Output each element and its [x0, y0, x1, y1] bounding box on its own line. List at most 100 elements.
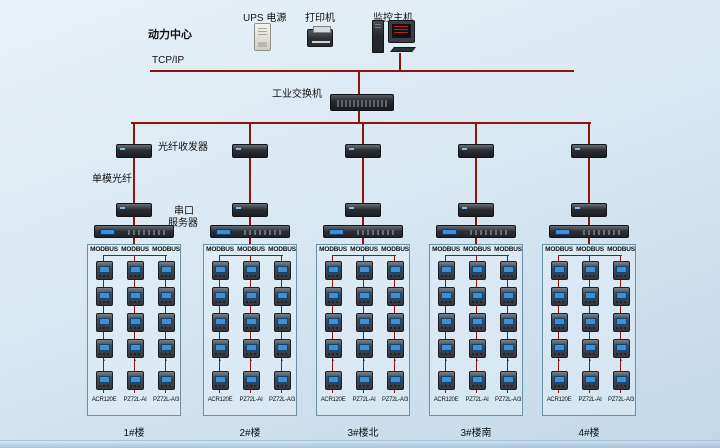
transceiver-to-serial-line	[249, 217, 251, 225]
meter-screen	[161, 344, 172, 351]
power-meter-icon	[356, 287, 373, 306]
serial-server-ports	[128, 230, 168, 235]
fiber-transceiver-label: 光纤收发器	[158, 142, 208, 153]
power-meter-icon	[127, 313, 144, 332]
power-meter-icon	[438, 261, 455, 280]
meter-screen	[390, 266, 401, 273]
meter-model-label: PZ72L-A/3	[495, 397, 521, 403]
modbus-branch-line	[220, 255, 283, 256]
power-meter-icon	[613, 339, 630, 358]
power-meter-icon	[387, 261, 404, 280]
meter-screen	[246, 376, 257, 383]
power-meter-icon	[212, 371, 229, 390]
serial-to-box-line	[249, 238, 251, 245]
modbus-branch-line	[333, 255, 396, 256]
bus-to-switch-line	[358, 72, 360, 94]
modbus-column: MODBUS ⋮ PZ72L-A/3	[151, 245, 181, 415]
meter-group-box: MODBUS ⋮ ACR120E MODBUS ⋮ PZ72L-AI MODBU…	[429, 244, 523, 416]
meter-screen	[277, 318, 288, 325]
serial-server-screen	[329, 229, 344, 235]
meter-model-label: PZ72L-AI	[578, 397, 602, 403]
host-monitor-screen	[392, 24, 411, 38]
power-meter-icon	[274, 261, 291, 280]
meter-screen	[99, 266, 110, 273]
modbus-column: MODBUS ⋮ PZ72L-A/3	[267, 245, 297, 415]
meter-screen	[99, 344, 110, 351]
meter-screen	[390, 292, 401, 299]
power-meter-icon	[325, 287, 342, 306]
fiber-transceiver-icon	[571, 203, 607, 217]
power-meter-icon	[96, 287, 113, 306]
meter-model-label: ACR120E	[207, 397, 233, 403]
fiber-transceiver-icon	[458, 144, 494, 158]
meter-screen	[215, 376, 226, 383]
power-meter-icon	[469, 371, 486, 390]
power-meter-icon	[500, 313, 517, 332]
meter-screen	[246, 344, 257, 351]
power-meter-icon	[438, 287, 455, 306]
serial-server-ports	[583, 230, 623, 235]
power-meter-icon	[387, 339, 404, 358]
building-branch: MODBUS ⋮ ACR120E MODBUS ⋮ PZ72L-AI MODBU…	[87, 122, 181, 444]
serial-server-icon	[94, 225, 174, 238]
modbus-label: MODBUS	[494, 246, 522, 253]
modbus-label: MODBUS	[463, 246, 491, 253]
fiber-link-line	[588, 158, 590, 203]
serial-server-icon	[323, 225, 403, 238]
building-branch: MODBUS ⋮ ACR120E MODBUS ⋮ PZ72L-AI MODBU…	[316, 122, 410, 444]
meter-screen	[161, 376, 172, 383]
modbus-column: MODBUS ⋮ ACR120E	[544, 245, 574, 415]
tcpip-label: TCP/IP	[152, 55, 185, 66]
fiber-transceiver-icon	[571, 144, 607, 158]
fiber-transceiver-icon	[232, 203, 268, 217]
host-keyboard-icon	[390, 47, 416, 52]
fiber-transceiver-icon	[116, 144, 152, 158]
bus-drop-line	[133, 122, 135, 144]
meter-group-box: MODBUS ⋮ ACR120E MODBUS ⋮ PZ72L-AI MODBU…	[203, 244, 297, 416]
power-meter-icon	[582, 339, 599, 358]
meter-screen	[585, 376, 596, 383]
power-meter-icon	[438, 371, 455, 390]
power-meter-icon	[438, 313, 455, 332]
meter-screen	[215, 266, 226, 273]
serial-to-box-line	[588, 238, 590, 245]
meter-screen	[472, 266, 483, 273]
building-label: 4#楼	[578, 428, 600, 439]
meter-screen	[130, 292, 141, 299]
power-meter-icon	[212, 313, 229, 332]
modbus-label: MODBUS	[121, 246, 149, 253]
power-meter-icon	[243, 371, 260, 390]
fiber-link-line	[475, 158, 477, 203]
meter-screen	[246, 292, 257, 299]
power-meter-icon	[387, 287, 404, 306]
meter-model-label: ACR120E	[91, 397, 117, 403]
serial-to-box-line	[133, 238, 135, 245]
switch-label: 工业交换机	[272, 89, 322, 100]
meter-model-label: PZ72L-AI	[352, 397, 376, 403]
meter-screen	[215, 318, 226, 325]
building-branch: MODBUS ⋮ ACR120E MODBUS ⋮ PZ72L-AI MODBU…	[542, 122, 636, 444]
serial-server-icon	[436, 225, 516, 238]
meter-screen	[359, 318, 370, 325]
meter-screen	[390, 376, 401, 383]
host-to-bus-line	[399, 53, 401, 70]
power-meter-icon	[96, 371, 113, 390]
fiber-transceiver-icon	[345, 144, 381, 158]
power-meter-icon	[325, 313, 342, 332]
fiber-transceiver-icon	[458, 203, 494, 217]
meter-screen	[554, 266, 565, 273]
serial-server-screen	[216, 229, 231, 235]
modbus-label: MODBUS	[607, 246, 635, 253]
meter-model-label: PZ72L-A/3	[382, 397, 408, 403]
meter-screen	[277, 292, 288, 299]
modbus-column: MODBUS ⋮ PZ72L-A/3	[606, 245, 636, 415]
power-meter-icon	[356, 261, 373, 280]
fiber-transceiver-icon	[232, 144, 268, 158]
meter-screen	[441, 266, 452, 273]
transceiver-to-serial-line	[133, 217, 135, 225]
meter-screen	[246, 266, 257, 273]
building-label: 1#楼	[123, 428, 145, 439]
meter-screen	[585, 318, 596, 325]
modbus-column: MODBUS ⋮ PZ72L-AI	[575, 245, 605, 415]
building-label: 3#楼北	[347, 428, 379, 439]
